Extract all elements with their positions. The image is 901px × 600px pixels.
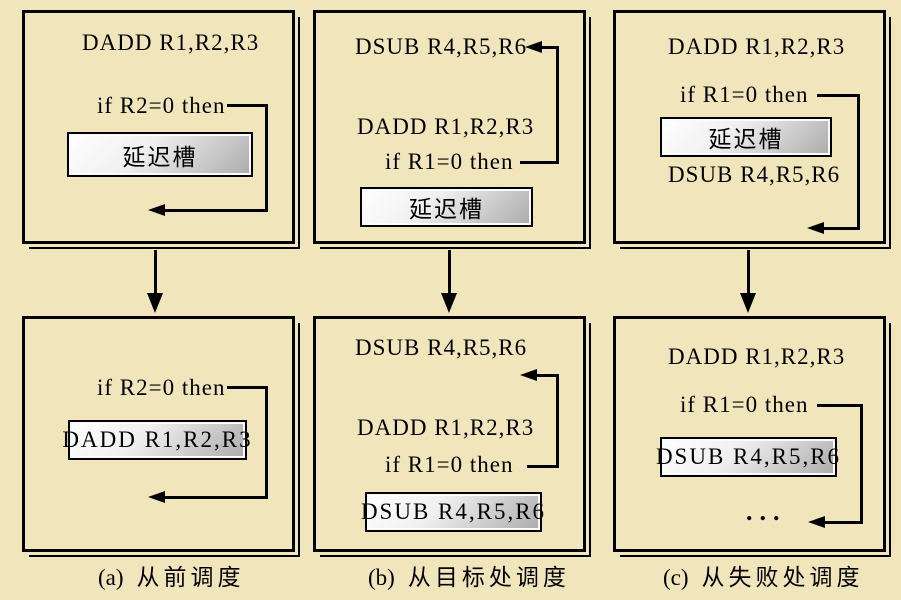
flow-arrow-down-icon xyxy=(441,293,457,313)
arrow-left-icon xyxy=(525,41,542,53)
panel-b-original: DSUB R4,R5,R6 DADD R1,R2,R3 if R1=0 then… xyxy=(313,10,591,249)
panel-c-scheduled: DADD R1,R2,R3 if R1=0 then DSUB R4,R5,R6… xyxy=(613,316,891,557)
scheduled-instruction-box: DADD R1,R2,R3 xyxy=(62,420,251,460)
flow-arrow-down-icon xyxy=(147,293,163,313)
ellipsis-text: ... xyxy=(746,497,787,526)
delay-slot-label: 延迟槽 xyxy=(708,127,784,152)
connector-v xyxy=(857,94,860,230)
caption-a-label: (a) xyxy=(98,565,124,590)
branch-target-text: DSUB R4,R5,R6 xyxy=(355,34,528,59)
connector-h xyxy=(520,161,559,164)
caption-c-text: 从失败处调度 xyxy=(701,565,864,590)
delay-slot-box: 延迟槽 xyxy=(660,117,832,157)
arrow-left-icon xyxy=(807,222,824,234)
arrow-left-icon xyxy=(520,369,537,381)
instruction-text: DADD R1,R2,R3 xyxy=(357,415,535,440)
scheduled-instruction-box: DSUB R4,R5,R6 xyxy=(361,492,544,532)
connector-v xyxy=(556,374,559,468)
connector-h xyxy=(527,465,559,468)
branch-text: if R2=0 then xyxy=(97,93,226,118)
panel-a-scheduled: if R2=0 then DADD R1,R2,R3 xyxy=(22,316,300,557)
caption-a: (a) 从前调度 xyxy=(98,564,245,592)
connector-v xyxy=(556,46,559,164)
instruction-text: DADD R1,R2,R3 xyxy=(357,114,535,139)
delay-slot-box: 延迟槽 xyxy=(67,132,253,177)
panel-c-original: DADD R1,R2,R3 if R1=0 then 延迟槽 DSUB R4,R… xyxy=(613,10,891,249)
connector-h xyxy=(165,209,268,212)
branch-target-text: DSUB R4,R5,R6 xyxy=(355,335,528,360)
instruction-text: DADD R1,R2,R3 xyxy=(668,344,846,369)
instruction-text: DADD R1,R2,R3 xyxy=(668,34,846,59)
connector-h xyxy=(825,521,863,524)
delay-slot-box: 延迟槽 xyxy=(360,187,533,227)
scheduled-instruction-label: DADD R1,R2,R3 xyxy=(62,427,253,452)
panel-a-original: DADD R1,R2,R3 if R2=0 then 延迟槽 xyxy=(22,10,300,249)
flow-arrow-line xyxy=(154,250,157,295)
caption-b-label: (b) xyxy=(368,565,395,590)
connector-h xyxy=(165,496,268,499)
flow-arrow-line xyxy=(448,250,451,295)
branch-text: if R2=0 then xyxy=(97,375,226,400)
flow-arrow-down-icon xyxy=(740,293,756,313)
branch-text: if R1=0 then xyxy=(680,82,809,107)
caption-c: (c) 从失败处调度 xyxy=(663,564,864,592)
connector-v xyxy=(860,404,863,524)
branch-text: if R1=0 then xyxy=(385,452,514,477)
arrow-left-icon xyxy=(148,204,165,216)
instruction-text: DSUB R4,R5,R6 xyxy=(668,162,841,187)
connector-h xyxy=(227,104,268,107)
delay-slot-label: 延迟槽 xyxy=(409,197,484,222)
branch-text: if R1=0 then xyxy=(680,392,809,417)
connector-h xyxy=(824,227,860,230)
arrow-left-icon xyxy=(148,491,165,503)
scheduled-instruction-label: DSUB R4,R5,R6 xyxy=(360,499,547,524)
branch-text: if R1=0 then xyxy=(385,149,514,174)
connector-h xyxy=(542,46,559,49)
caption-c-label: (c) xyxy=(663,565,689,590)
instruction-text: DADD R1,R2,R3 xyxy=(82,30,260,55)
caption-b: (b) 从目标处调度 xyxy=(368,564,570,592)
connector-v xyxy=(265,104,268,212)
caption-b-text: 从目标处调度 xyxy=(407,565,570,590)
scheduled-instruction-box: DSUB R4,R5,R6 xyxy=(656,437,839,477)
connector-h xyxy=(227,386,268,389)
flow-arrow-line xyxy=(747,250,750,295)
scheduled-instruction-label: DSUB R4,R5,R6 xyxy=(655,444,842,469)
arrow-left-icon xyxy=(808,516,825,528)
connector-h xyxy=(817,404,863,407)
connector-h xyxy=(537,374,559,377)
connector-h xyxy=(817,94,860,97)
panel-b-scheduled: DSUB R4,R5,R6 DADD R1,R2,R3 if R1=0 then… xyxy=(313,316,591,557)
delay-slot-label: 延迟槽 xyxy=(122,144,198,170)
connector-v xyxy=(265,386,268,499)
caption-a-text: 从前调度 xyxy=(136,565,245,590)
